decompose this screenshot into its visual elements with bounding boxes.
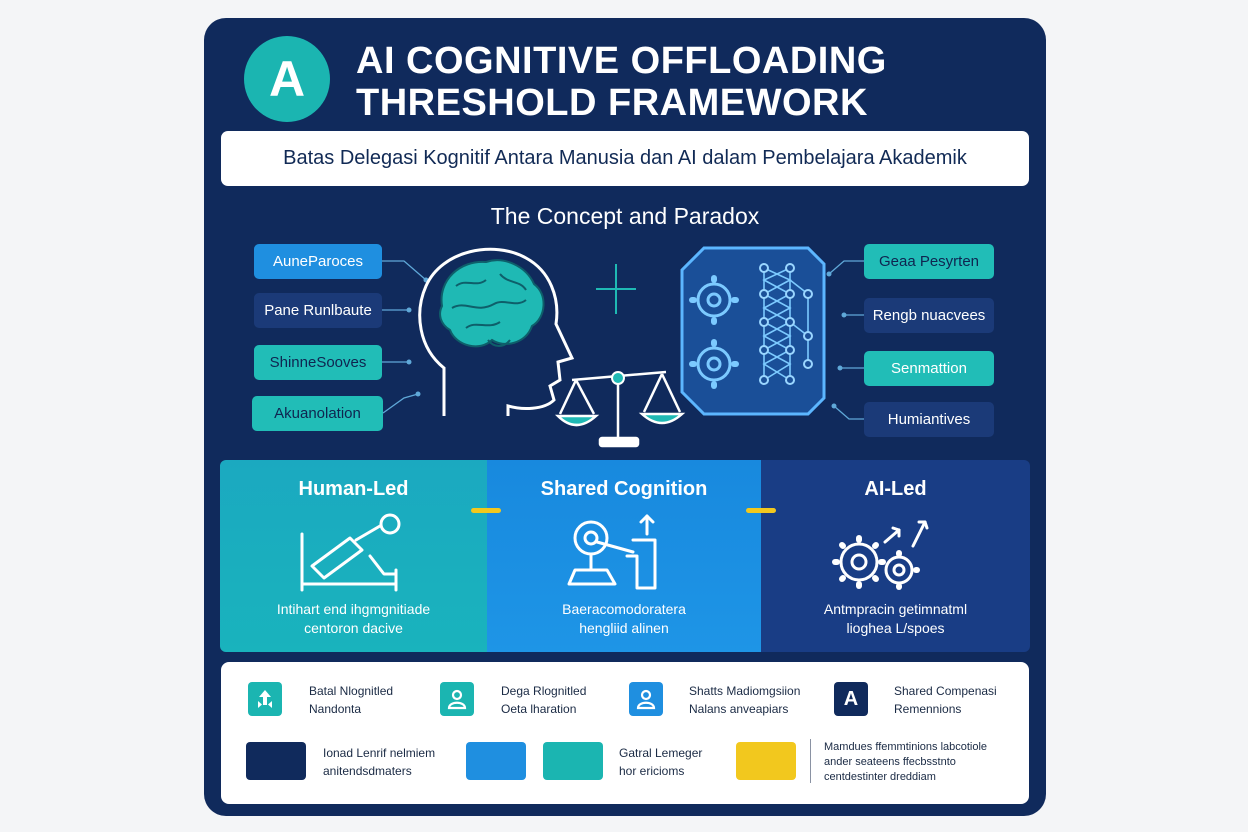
legend-item-2-text: Dega Rlognitled Oeta lharation bbox=[501, 682, 586, 718]
legend-item-line-2: Nandonta bbox=[309, 702, 362, 716]
swatch-dark-navy bbox=[246, 742, 306, 780]
left-connectors bbox=[382, 260, 427, 414]
legend-item-3-text: Shatts Madiomgsiion Nalans anveapiars bbox=[689, 682, 800, 718]
person-arrows-icon bbox=[248, 682, 282, 716]
title-line-1: AI COGNITIVE OFFLOADING bbox=[356, 40, 887, 82]
swatch-teal bbox=[543, 742, 603, 780]
legend-item-line-2: Remennions bbox=[894, 702, 962, 716]
concept-heading: The Concept and Paradox bbox=[490, 203, 760, 229]
legend-letter: A bbox=[843, 687, 859, 710]
panel-shared-cognition: Shared Cognition Baeracomodoratera hengl… bbox=[487, 460, 761, 652]
gears-arrows-icon bbox=[832, 520, 929, 590]
concept-illustration bbox=[382, 246, 864, 448]
person-icon bbox=[629, 682, 663, 716]
swatch-text-line-1: Ionad Lenrif nelmiem bbox=[323, 746, 436, 760]
swatch-text-line-2: hor ericioms bbox=[619, 764, 685, 778]
panel-description: Baeracomodoratera hengliid alinen bbox=[487, 600, 761, 638]
legend-note-line-1: Mamdues ffemmtinions labcotiole bbox=[824, 741, 988, 753]
swatch-text-line-1: Gatral Lemeger bbox=[619, 746, 703, 760]
collaboration-icon bbox=[567, 514, 657, 590]
swatch-text-line-2: anitendsdmaters bbox=[323, 764, 412, 778]
right-connectors bbox=[828, 260, 864, 420]
infographic-poster: A AI COGNITIVE OFFLOADING THRESHOLD FRAM… bbox=[204, 18, 1046, 816]
legend-item-line-1: Shared Compenasi bbox=[894, 684, 997, 698]
legend-divider bbox=[810, 739, 811, 783]
framework-panels: Human-Led Intihart end ihgmgnitiade cent… bbox=[220, 460, 1030, 652]
divider-dash-1 bbox=[471, 508, 501, 513]
brain-head-icon bbox=[418, 247, 575, 416]
legend-note-line-3: centdestinter dreddiam bbox=[824, 771, 936, 783]
panel-human-led: Human-Led Intihart end ihgmgnitiade cent… bbox=[220, 460, 487, 652]
ai-chip-icon bbox=[680, 246, 826, 416]
left-label-3: ShinneSooves bbox=[254, 345, 382, 380]
left-label-2: Pane Runlbaute bbox=[254, 293, 382, 328]
swatch-yellow bbox=[736, 742, 796, 780]
human-reclining-icon bbox=[300, 513, 401, 592]
panel-description: Intihart end ihgmgnitiade centoron daciv… bbox=[220, 600, 487, 638]
title-line-2: THRESHOLD FRAMEWORK bbox=[356, 82, 868, 124]
panel-title: Shared Cognition bbox=[540, 478, 708, 500]
right-label-1: Geaa Pesyrten bbox=[864, 244, 994, 279]
letter-a-icon: A bbox=[834, 682, 868, 716]
panel-desc-line-2: centoron dacive bbox=[304, 620, 403, 636]
legend-panel: Batal Nlognitled Nandonta Dega Rlognitle… bbox=[221, 662, 1029, 804]
panel-desc-line-2: lioghea L/spoes bbox=[846, 620, 945, 636]
left-label-1: AuneParoces bbox=[254, 244, 382, 279]
panel-title: Human-Led bbox=[298, 478, 409, 500]
logo-badge: A bbox=[244, 36, 330, 122]
spark-icon bbox=[596, 264, 636, 314]
panel-description: Antmpracin getimnatml lioghea L/spoes bbox=[761, 600, 1030, 638]
swatch-2-text: Gatral Lemeger hor ericioms bbox=[619, 744, 702, 780]
main-title: AI COGNITIVE OFFLOADING THRESHOLD FRAMEW… bbox=[356, 40, 1036, 124]
legend-note: Mamdues ffemmtinions labcotiole ander se… bbox=[824, 740, 987, 785]
panel-desc-line-1: Intihart end ihgmgnitiade bbox=[276, 601, 431, 617]
swatch-blue bbox=[466, 742, 526, 780]
person-icon bbox=[440, 682, 474, 716]
panel-desc-line-2: hengliid alinen bbox=[579, 620, 669, 636]
balance-scale-icon bbox=[554, 370, 686, 448]
legend-item-line-2: Oeta lharation bbox=[501, 702, 577, 716]
subtitle-text: Batas Delegasi Kognitif Antara Manusia d… bbox=[283, 147, 967, 169]
left-label-4: Akuanolation bbox=[252, 396, 383, 431]
panel-desc-line-1: Antmpracin getimnatml bbox=[823, 601, 968, 617]
right-label-2: Rengb nuacvees bbox=[864, 298, 994, 333]
legend-note-line-2: ander seateens ffecbsstnto bbox=[824, 756, 956, 768]
right-label-3: Senmattion bbox=[864, 351, 994, 386]
legend-item-1-text: Batal Nlognitled Nandonta bbox=[309, 682, 393, 718]
panel-ai-led: AI-Led bbox=[761, 460, 1030, 652]
swatch-1-text: Ionad Lenrif nelmiem anitendsdmaters bbox=[323, 744, 435, 780]
legend-item-line-2: Nalans anveapiars bbox=[689, 702, 789, 716]
legend-item-line-1: Dega Rlognitled bbox=[501, 684, 587, 698]
right-label-4: Humiantives bbox=[864, 402, 994, 437]
legend-item-line-1: Shatts Madiomgsiion bbox=[689, 684, 801, 698]
legend-item-4-text: Shared Compenasi Remennions bbox=[894, 682, 997, 718]
panel-desc-line-1: Baeracomodoratera bbox=[562, 601, 686, 617]
panel-title: AI-Led bbox=[864, 478, 927, 500]
legend-item-line-1: Batal Nlognitled bbox=[309, 684, 394, 698]
divider-dash-2 bbox=[746, 508, 776, 513]
logo-letter: A bbox=[268, 51, 306, 107]
subtitle-bar: Batas Delegasi Kognitif Antara Manusia d… bbox=[221, 131, 1029, 186]
